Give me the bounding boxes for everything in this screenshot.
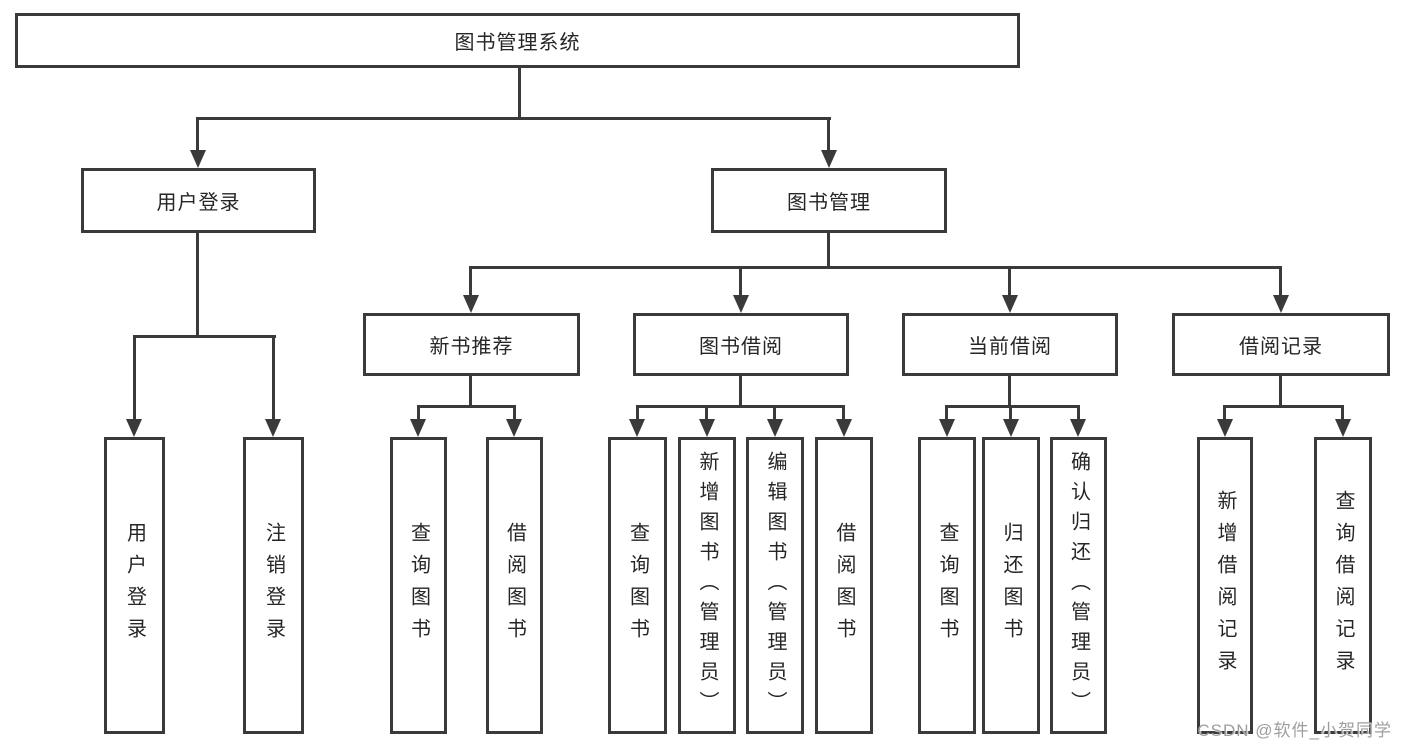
arrowhead-down bbox=[190, 150, 206, 168]
arrowhead-down bbox=[1273, 295, 1289, 313]
node-label: 图书管理 bbox=[787, 192, 871, 214]
connector-line bbox=[1279, 376, 1282, 407]
leaf-label: 确认归还（管理员） bbox=[1067, 450, 1090, 721]
connector-line bbox=[827, 233, 830, 268]
leaf-edit-book-admin: 编辑图书（管理员） bbox=[746, 437, 804, 734]
arrowhead-down bbox=[1070, 419, 1086, 437]
leaf-add-book-admin: 新增图书（管理员） bbox=[678, 437, 736, 734]
connector-line bbox=[469, 268, 472, 296]
arrowhead-down bbox=[1003, 419, 1019, 437]
leaf-label: 查询借阅记录 bbox=[1332, 489, 1354, 682]
node-label: 用户登录 bbox=[156, 192, 241, 214]
arrowhead-down bbox=[939, 419, 955, 437]
connector-line bbox=[705, 407, 708, 421]
connector-line bbox=[636, 405, 845, 408]
node-label: 图书借阅 bbox=[699, 336, 783, 358]
connector-line bbox=[739, 268, 742, 296]
leaf-logout: 注销登录 bbox=[243, 437, 304, 734]
connector-line bbox=[1341, 407, 1344, 421]
leaf-query-books-recommend: 查询图书 bbox=[390, 437, 447, 734]
leaf-query-borrow-record: 查询借阅记录 bbox=[1314, 437, 1372, 734]
connector-line bbox=[1008, 376, 1011, 407]
leaf-user-login: 用户登录 bbox=[104, 437, 165, 734]
leaf-label: 查询图书 bbox=[407, 521, 430, 650]
leaf-label: 查询图书 bbox=[936, 521, 958, 650]
leaf-label: 编辑图书（管理员） bbox=[764, 450, 786, 721]
arrowhead-down bbox=[629, 419, 645, 437]
connector-line bbox=[196, 118, 199, 152]
leaf-label: 借阅图书 bbox=[833, 521, 855, 650]
node-label: 当前借阅 bbox=[968, 336, 1052, 358]
leaf-query-books-current: 查询图书 bbox=[918, 437, 976, 734]
connector-line bbox=[945, 405, 1080, 408]
arrowhead-down bbox=[463, 295, 479, 313]
leaf-borrow-books-borrowing: 借阅图书 bbox=[815, 437, 873, 734]
connector-line bbox=[469, 376, 472, 407]
connector-line bbox=[518, 68, 521, 120]
connector-line bbox=[196, 232, 199, 337]
connector-line bbox=[272, 337, 275, 421]
node-user-login: 用户登录 bbox=[81, 168, 316, 233]
connector-line bbox=[133, 337, 136, 421]
connector-line bbox=[636, 407, 639, 421]
leaf-label: 注销登录 bbox=[262, 521, 285, 650]
node-borrowing-records: 借阅记录 bbox=[1172, 313, 1390, 376]
connector-line bbox=[1009, 407, 1012, 421]
connector-line bbox=[827, 118, 830, 152]
node-new-book-recommendation: 新书推荐 bbox=[363, 313, 580, 376]
connector-line bbox=[417, 407, 420, 421]
leaf-label: 查询图书 bbox=[626, 521, 649, 650]
arrowhead-down bbox=[836, 419, 852, 437]
node-book-borrowing: 图书借阅 bbox=[633, 313, 849, 376]
node-label: 新书推荐 bbox=[429, 336, 514, 358]
arrowhead-down bbox=[265, 419, 281, 437]
connector-line bbox=[133, 335, 276, 338]
leaf-label: 用户登录 bbox=[123, 521, 146, 650]
arrowhead-down bbox=[126, 419, 142, 437]
connector-line bbox=[1008, 268, 1011, 296]
arrowhead-down bbox=[1335, 419, 1351, 437]
leaf-add-borrow-record: 新增借阅记录 bbox=[1197, 437, 1253, 734]
arrowhead-down bbox=[821, 150, 837, 168]
leaf-label: 借阅图书 bbox=[503, 521, 526, 650]
arrowhead-down bbox=[733, 295, 749, 313]
leaf-query-books-borrowing: 查询图书 bbox=[608, 437, 667, 734]
leaf-label: 归还图书 bbox=[1000, 521, 1022, 650]
connector-line bbox=[196, 117, 831, 120]
connector-line bbox=[469, 266, 1282, 269]
node-current-borrowing: 当前借阅 bbox=[902, 313, 1118, 376]
connector-line bbox=[945, 407, 948, 421]
leaf-confirm-return-admin: 确认归还（管理员） bbox=[1050, 437, 1107, 734]
leaf-borrow-books-recommend: 借阅图书 bbox=[486, 437, 543, 734]
node-book-management: 图书管理 bbox=[711, 168, 947, 233]
connector-line bbox=[417, 405, 516, 408]
connector-line bbox=[1077, 407, 1080, 421]
connector-line bbox=[773, 407, 776, 421]
leaf-return-book: 归还图书 bbox=[982, 437, 1040, 734]
node-label: 借阅记录 bbox=[1239, 336, 1323, 358]
arrowhead-down bbox=[1002, 295, 1018, 313]
connector-line bbox=[513, 407, 516, 421]
leaf-label: 新增借阅记录 bbox=[1214, 489, 1236, 682]
arrowhead-down bbox=[506, 419, 522, 437]
csdn-watermark: CSDN @软件_小贺同学 bbox=[1197, 721, 1392, 740]
arrowhead-down bbox=[410, 419, 426, 437]
leaf-label: 新增图书（管理员） bbox=[696, 450, 718, 721]
arrowhead-down bbox=[767, 419, 783, 437]
arrowhead-down bbox=[1217, 419, 1233, 437]
connector-line bbox=[1223, 407, 1226, 421]
connector-line bbox=[1223, 405, 1344, 408]
node-library-management-system: 图书管理系统 bbox=[15, 13, 1020, 68]
connector-line bbox=[739, 376, 742, 407]
connector-line bbox=[1279, 268, 1282, 296]
node-label: 图书管理系统 bbox=[454, 32, 581, 54]
arrowhead-down bbox=[699, 419, 715, 437]
connector-line bbox=[842, 407, 845, 421]
